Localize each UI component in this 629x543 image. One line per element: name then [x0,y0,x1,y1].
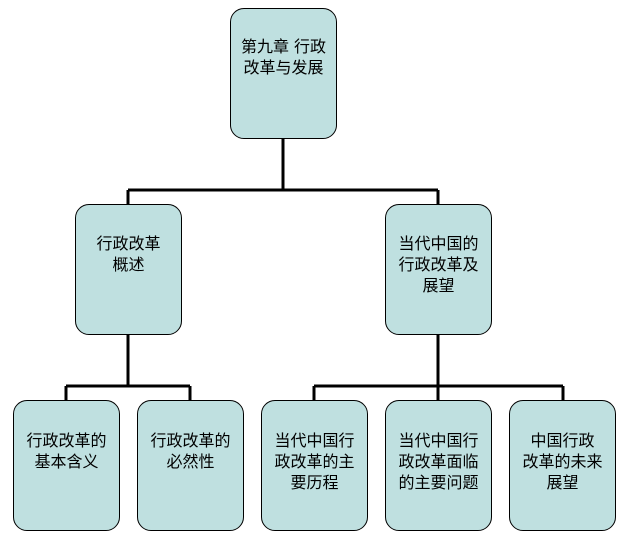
node-necessity-label: 行政改革的 必然性 [150,431,231,471]
node-necessity[interactable]: 行政改革的 必然性 [137,400,244,531]
node-main-problems[interactable]: 当代中国行 政改革面临 的主要问题 [385,400,492,531]
node-main-course[interactable]: 当代中国行 政改革的主 要历程 [261,400,368,531]
node-future-outlook[interactable]: 中国行政 改革的未来 展望 [509,400,616,531]
node-admin-reform-overview[interactable]: 行政改革 概述 [75,204,182,335]
node-basic-meaning-label: 行政改革的 基本含义 [26,431,107,471]
node-basic-meaning[interactable]: 行政改革的 基本含义 [13,400,120,531]
node-future-outlook-label: 中国行政 改革的未来 展望 [522,431,603,492]
node-main-problems-label: 当代中国行 政改革面临 的主要问题 [398,431,479,492]
node-main-course-label: 当代中国行 政改革的主 要历程 [274,431,355,492]
root-node-label: 第九章 行政 改革与发展 [240,37,327,77]
node-china-reform-outlook[interactable]: 当代中国的 行政改革及 展望 [385,204,492,335]
node-admin-reform-overview-label: 行政改革 概述 [96,234,161,274]
node-china-reform-outlook-label: 当代中国的 行政改革及 展望 [398,234,479,295]
root-node[interactable]: 第九章 行政 改革与发展 [230,8,337,139]
